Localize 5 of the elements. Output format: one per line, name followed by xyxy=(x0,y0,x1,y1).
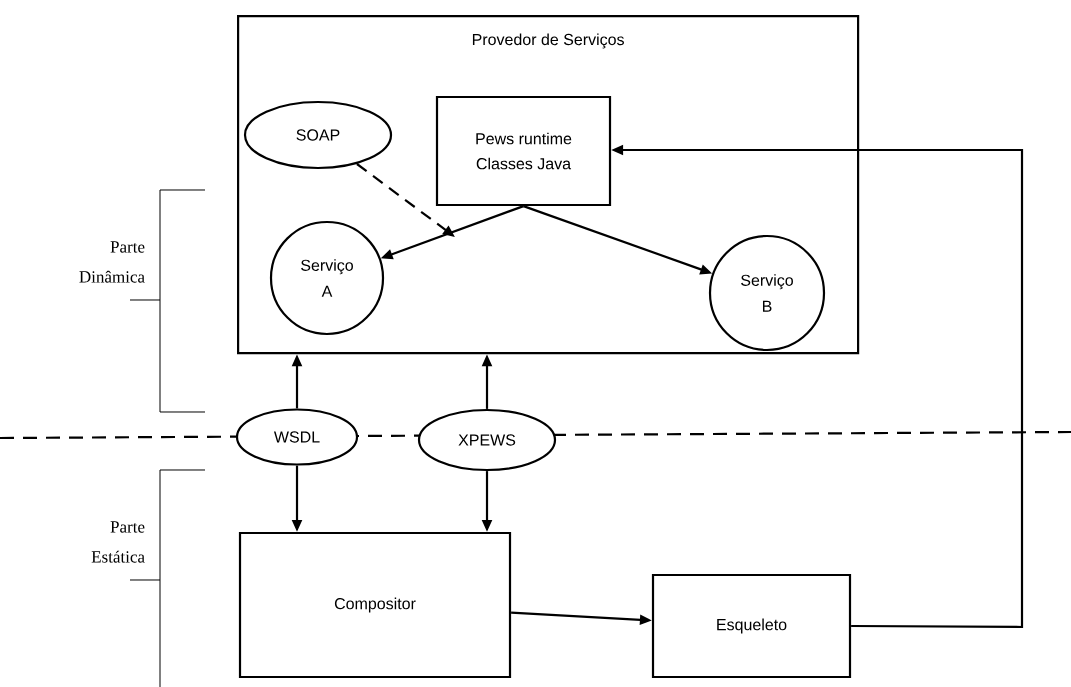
section-label: Parte Dinâmica xyxy=(79,241,145,283)
compositor-box: Compositor xyxy=(238,531,512,679)
skeleton-box: Esqueleto xyxy=(651,573,852,679)
runtime-box: Pews runtime Classes Java xyxy=(435,95,612,207)
section-label: Parte Estática xyxy=(91,521,145,563)
